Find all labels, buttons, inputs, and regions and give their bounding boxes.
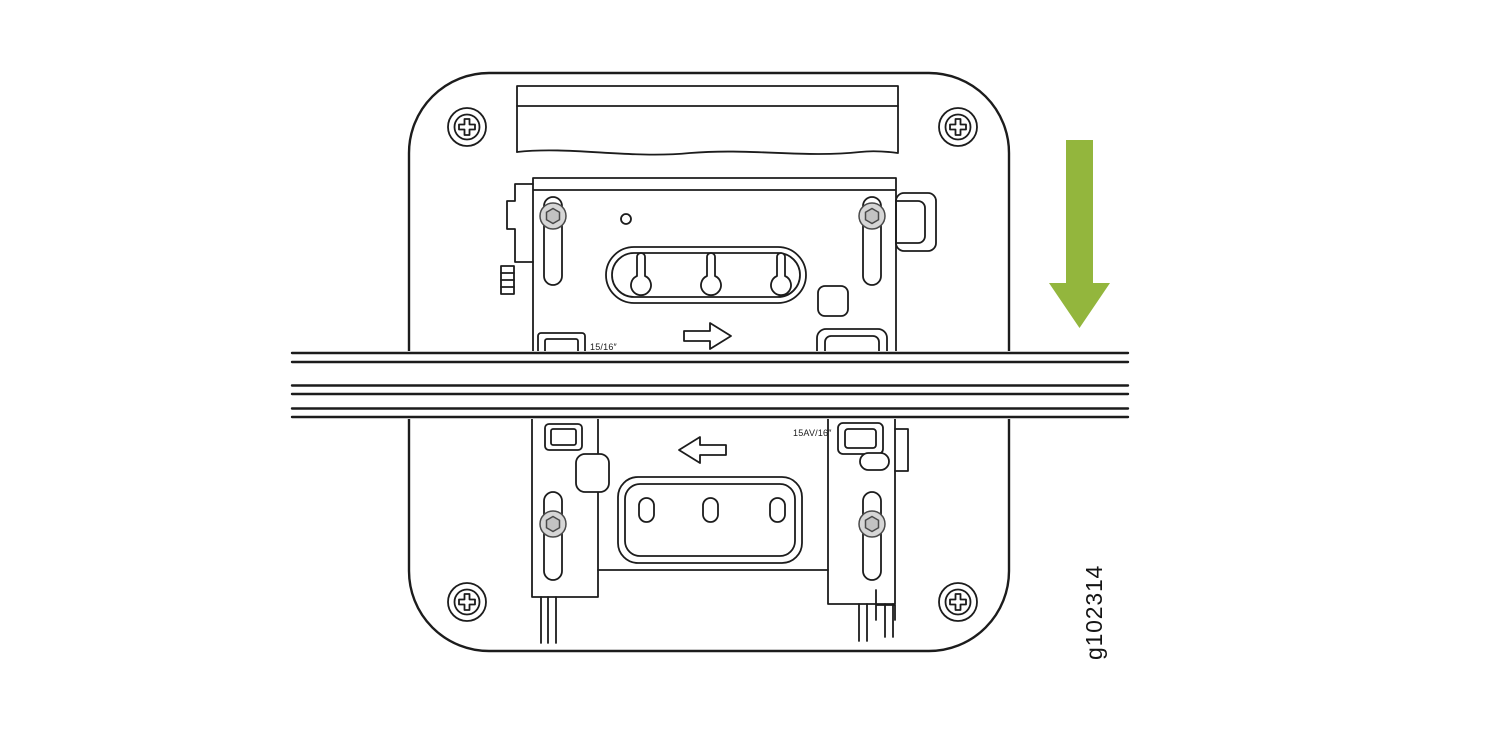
down-arrow-icon bbox=[1049, 140, 1110, 328]
mounting-rails bbox=[290, 351, 1130, 419]
right-latch-tab-inner bbox=[895, 200, 926, 244]
left-rail-guide bbox=[544, 423, 583, 451]
left-strap-lines bbox=[540, 596, 557, 644]
oval-hole bbox=[638, 497, 655, 523]
left-rounded-tab bbox=[575, 453, 610, 493]
left-clip bbox=[506, 183, 534, 263]
keyhole-slot bbox=[630, 252, 652, 296]
left-arrow-icon bbox=[678, 436, 727, 464]
bottom-mounting-bracket: 15AV/16″ bbox=[531, 418, 909, 644]
molded-wave-line bbox=[516, 149, 899, 156]
hex-socket-screw-icon bbox=[858, 510, 886, 538]
right-rail-guide-inner bbox=[844, 428, 877, 449]
pilot-hole bbox=[620, 213, 632, 225]
left-ribbed-clip bbox=[500, 265, 515, 295]
rail-lines bbox=[290, 351, 1130, 419]
right-strap-lines bbox=[858, 603, 894, 642]
keyhole-slot bbox=[770, 252, 792, 296]
right-latch-step bbox=[894, 428, 909, 472]
right-wing bbox=[827, 418, 896, 605]
top-recess-sides bbox=[516, 105, 899, 153]
keyhole-slot-plate bbox=[605, 246, 807, 304]
left-rail-guide-inner bbox=[550, 428, 577, 446]
phillips-screw-icon bbox=[938, 582, 978, 622]
top-recess-rect bbox=[516, 85, 899, 107]
right-oval-tab bbox=[859, 452, 890, 471]
measurement-label-bottom: 15AV/16″ bbox=[793, 428, 832, 438]
right-rail-guide bbox=[837, 422, 884, 455]
phillips-screw-icon bbox=[938, 107, 978, 147]
left-wing bbox=[531, 418, 599, 598]
oval-hole bbox=[702, 497, 719, 523]
hex-socket-screw-icon bbox=[539, 510, 567, 538]
hex-socket-screw-icon bbox=[539, 202, 567, 230]
right-step-detail bbox=[875, 589, 896, 621]
oval-hole-plate bbox=[617, 476, 803, 564]
figure-id-label: g102314 bbox=[1081, 565, 1107, 660]
top-recess-band bbox=[516, 85, 899, 156]
phillips-screw-icon bbox=[447, 582, 487, 622]
top-bracket-plate bbox=[532, 177, 897, 352]
right-small-tab bbox=[817, 285, 849, 317]
right-latch-tab bbox=[895, 192, 937, 252]
keyhole-slot bbox=[700, 252, 722, 296]
top-mounting-bracket: 15/16″ bbox=[500, 177, 937, 371]
hex-socket-screw-icon bbox=[858, 202, 886, 230]
right-arrow-icon bbox=[683, 322, 732, 350]
measurement-label-top: 15/16″ bbox=[590, 342, 618, 352]
phillips-screw-icon bbox=[447, 107, 487, 147]
corner-screws bbox=[447, 107, 978, 622]
oval-hole bbox=[769, 497, 786, 523]
